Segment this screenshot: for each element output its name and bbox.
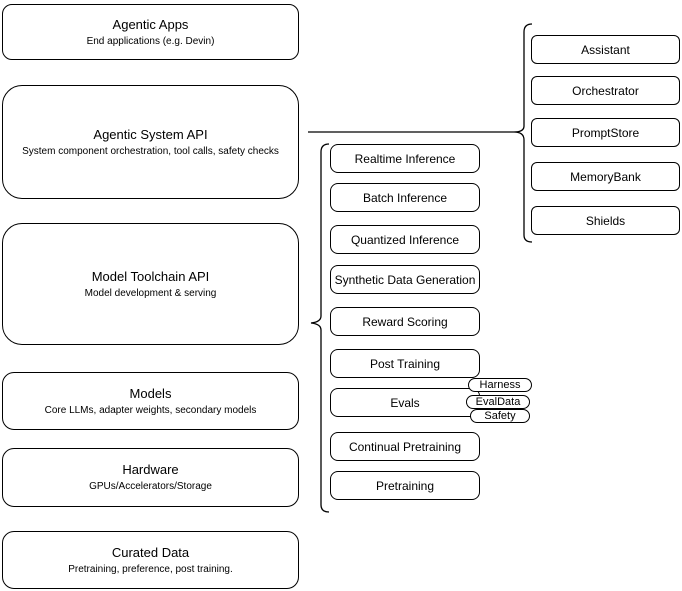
node-assistant: Assistant — [531, 35, 680, 64]
pill-harness: Harness — [468, 378, 532, 392]
node-subtitle: End applications (e.g. Devin) — [86, 35, 215, 47]
node-subtitle: Core LLMs, adapter weights, secondary mo… — [44, 404, 257, 416]
node-title: Model Toolchain API — [91, 268, 210, 284]
node-curated-data: Curated Data Pretraining, preference, po… — [2, 531, 299, 589]
agentic-brace — [513, 23, 533, 243]
node-subtitle: Model development & serving — [84, 287, 217, 299]
node-agentic-apps: Agentic Apps End applications (e.g. Devi… — [2, 4, 299, 60]
node-orchestrator: Orchestrator — [531, 76, 680, 105]
node-subtitle: Pretraining, preference, post training. — [68, 563, 233, 575]
node-title: Agentic System API — [93, 126, 208, 142]
node-title: Agentic Apps — [112, 16, 189, 32]
node-models: Models Core LLMs, adapter weights, secon… — [2, 372, 299, 430]
node-title: Curated Data — [111, 544, 190, 560]
node-synthetic-data-generation: Synthetic Data Generation — [330, 265, 480, 294]
node-post-training: Post Training — [330, 349, 480, 378]
pill-evaldata: EvalData — [466, 395, 530, 409]
node-realtime-inference: Realtime Inference — [330, 144, 480, 173]
node-promptstore: PromptStore — [531, 118, 680, 147]
pill-safety: Safety — [470, 409, 530, 423]
node-memorybank: MemoryBank — [531, 162, 680, 191]
node-evals: Evals — [330, 388, 480, 417]
node-title: Hardware — [122, 462, 179, 477]
node-pretraining: Pretraining — [330, 471, 480, 500]
node-hardware: Hardware GPUs/Accelerators/Storage — [2, 448, 299, 507]
node-title: Models — [129, 385, 172, 401]
node-reward-scoring: Reward Scoring — [330, 307, 480, 336]
node-batch-inference: Batch Inference — [330, 183, 480, 212]
node-agentic-system-api: Agentic System API System component orch… — [2, 85, 299, 199]
node-subtitle: System component orchestration, tool cal… — [22, 145, 279, 157]
node-shields: Shields — [531, 206, 680, 235]
node-quantized-inference: Quantized Inference — [330, 225, 480, 254]
node-model-toolchain-api: Model Toolchain API Model development & … — [2, 223, 299, 345]
node-continual-pretraining: Continual Pretraining — [330, 432, 480, 461]
toolchain-brace — [310, 143, 330, 513]
node-subtitle: GPUs/Accelerators/Storage — [89, 481, 212, 492]
